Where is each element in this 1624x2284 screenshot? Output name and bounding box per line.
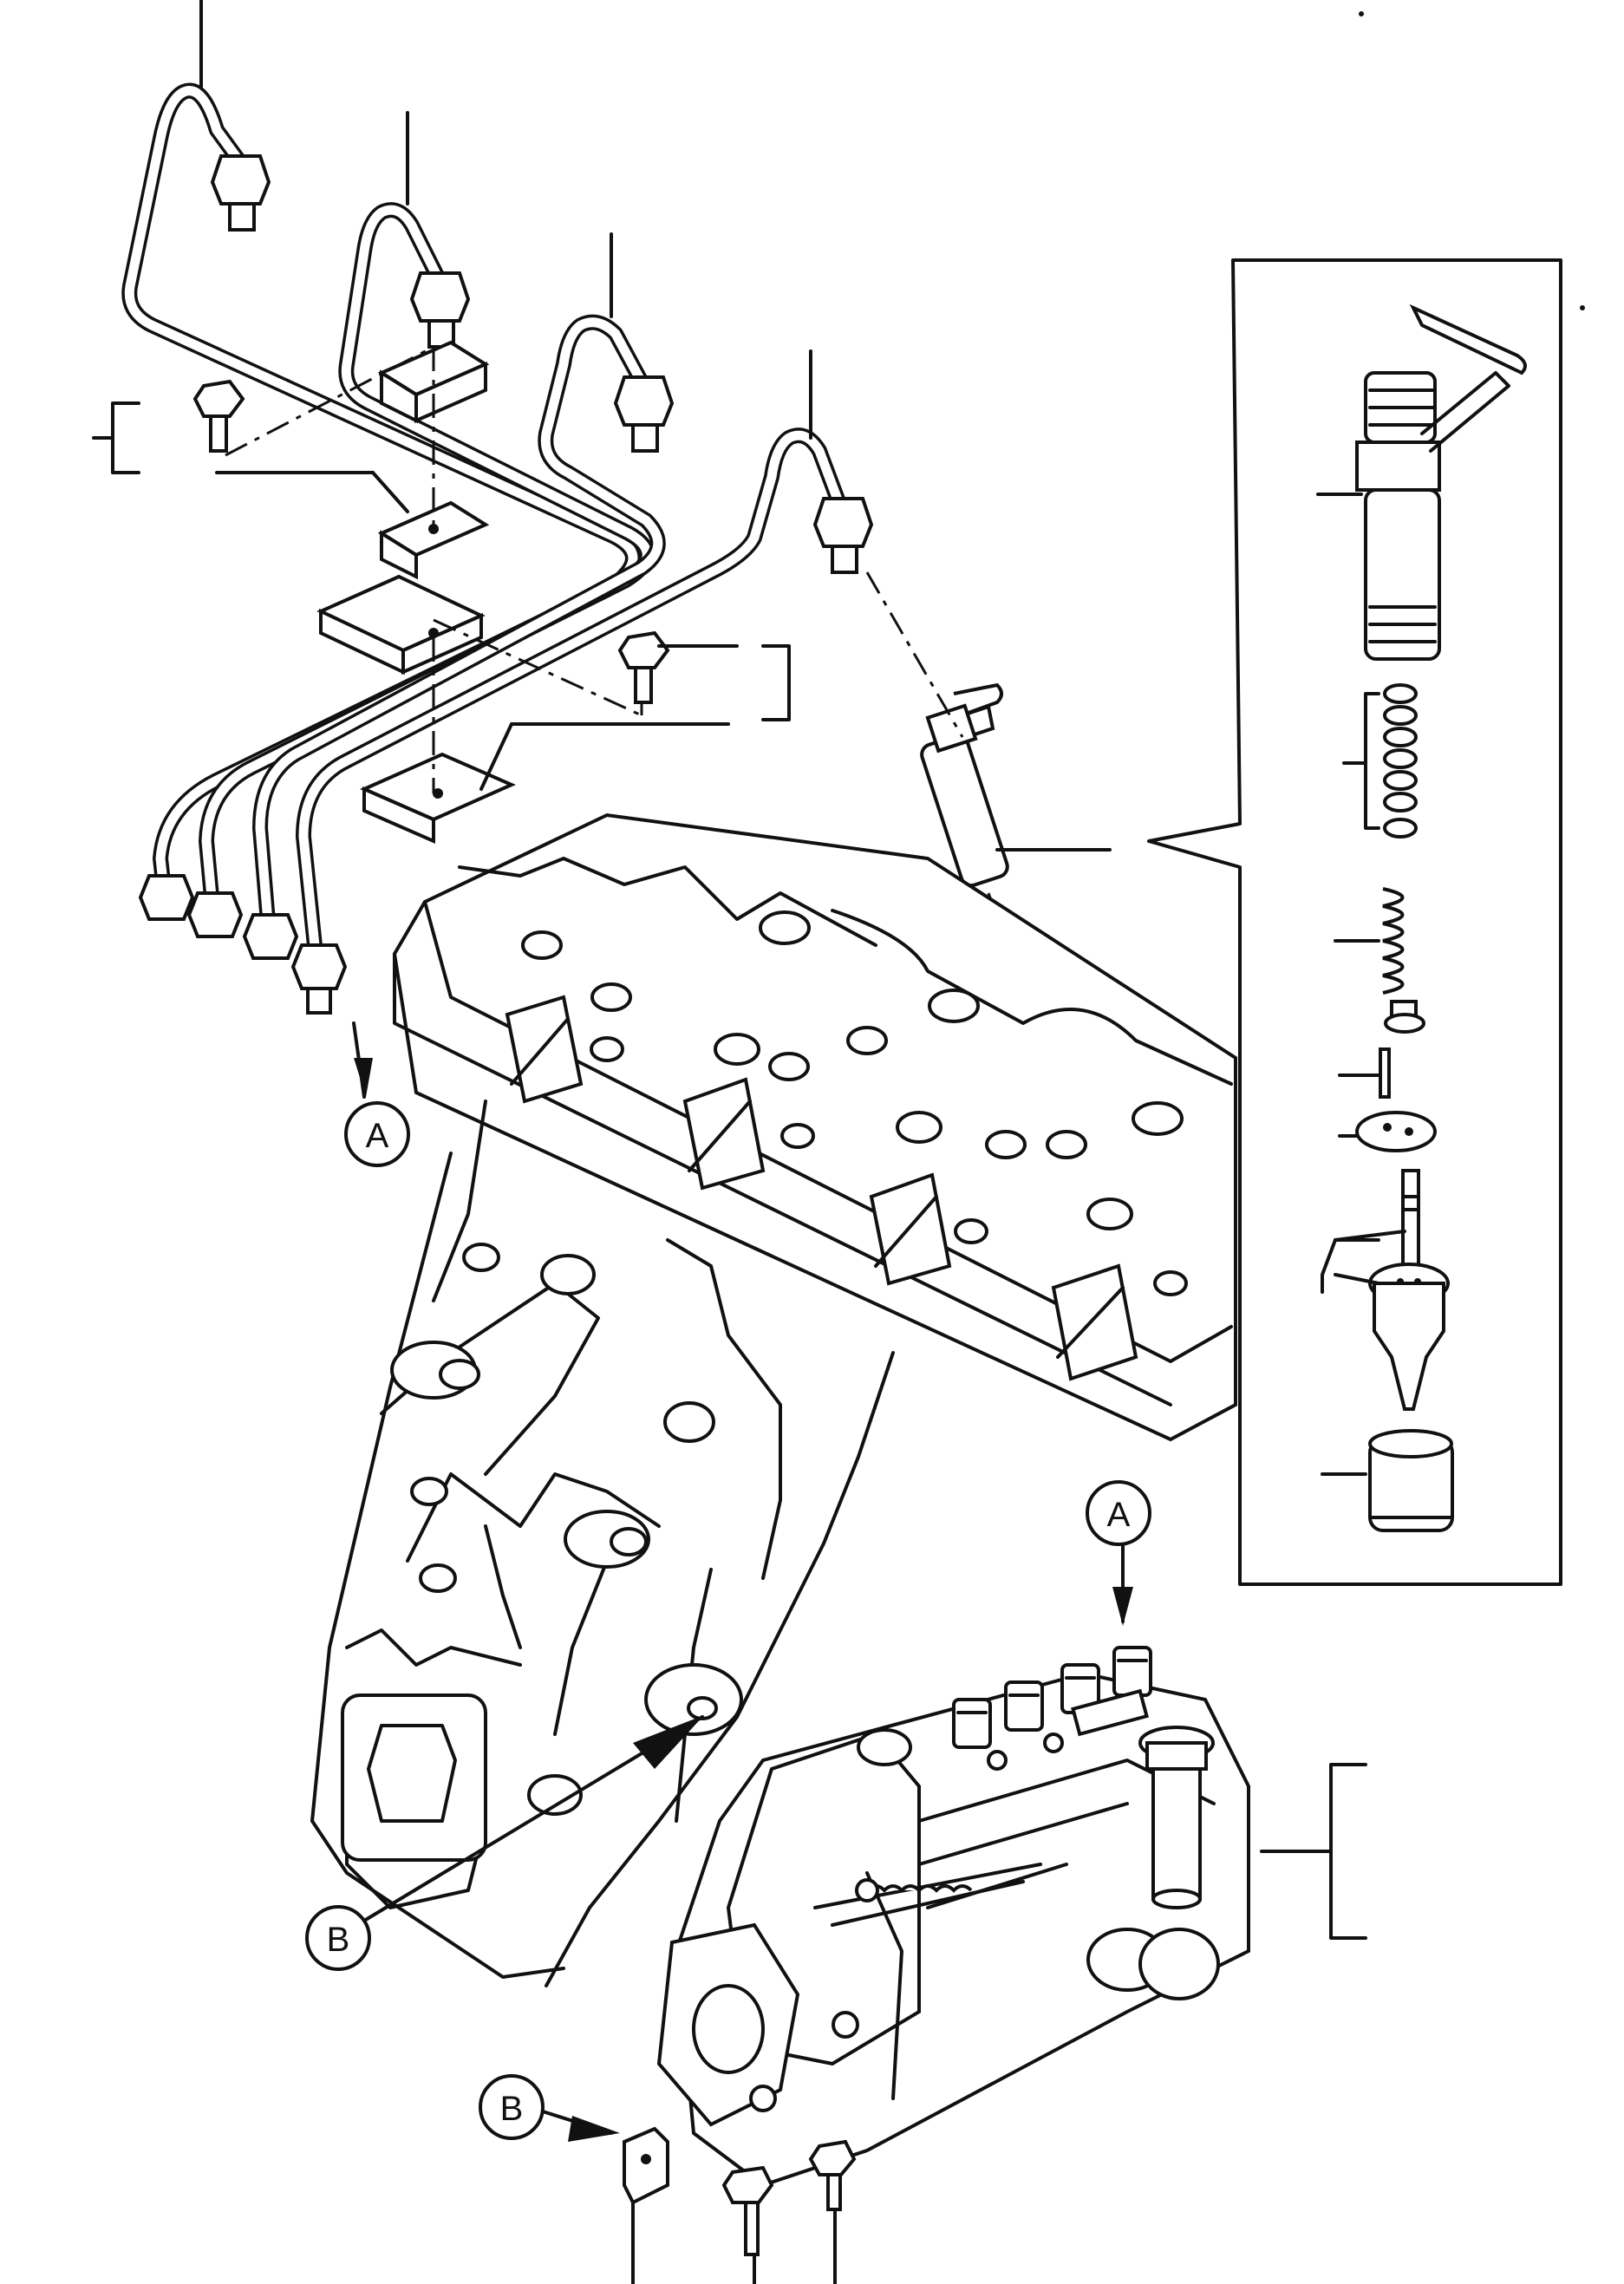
pipe-nut <box>186 891 244 938</box>
pump-bracket-parts <box>623 2126 857 2284</box>
cylinder-head <box>392 812 1237 1442</box>
reference-mark-b-bottom-label: B <box>500 2090 524 2128</box>
injection-pipe-1 <box>121 82 641 905</box>
injection-pipe-set <box>121 82 853 970</box>
reference-mark-a-top: A <box>344 1021 410 1167</box>
injection-pipe-4 <box>296 427 853 970</box>
pipe-clamp-lower <box>316 574 516 845</box>
oil-filler <box>1138 1726 1215 1909</box>
clamp-dash-lines <box>225 345 643 793</box>
injection-pipe-3 <box>252 314 666 940</box>
reference-mark-a-bottom-label: A <box>1107 1496 1131 1534</box>
spring-seat <box>1384 1000 1425 1034</box>
reference-mark-b-bottom: B <box>479 2074 620 2142</box>
reference-mark-b-left: B <box>305 1715 704 1971</box>
retaining-nut <box>1321 1429 1454 1532</box>
reference-mark-b-left-label: B <box>327 1921 350 1959</box>
stray-mark <box>1580 305 1585 310</box>
pipe-nuts-upper <box>210 154 874 574</box>
leader-lines-top <box>199 0 812 440</box>
head-bosses <box>521 910 1188 1296</box>
clamp-bolt-lower <box>617 630 670 704</box>
pipe-nuts-lower <box>138 874 348 1015</box>
pipe-nut <box>242 913 299 960</box>
pipe-nut <box>138 874 195 921</box>
pump-bracket-leader <box>1329 1763 1367 1940</box>
pressure-spring <box>1334 887 1405 995</box>
pipe-nut <box>409 271 471 349</box>
distance-piece <box>1338 1111 1437 1152</box>
pipe-nut <box>290 943 348 1015</box>
pipe-nut <box>812 497 874 574</box>
fuel-injection-pump <box>656 1646 1250 2188</box>
exhaust-ports <box>505 995 1138 1381</box>
dowel-pin <box>1338 1047 1391 1099</box>
stray-mark <box>1359 11 1364 16</box>
clamp-brackets <box>92 401 791 791</box>
pipe-nut <box>613 375 675 453</box>
nozzle-holder-body <box>1316 303 1527 661</box>
delivery-valve-holders <box>952 1646 1152 1749</box>
injector-detail-box <box>1147 258 1562 1586</box>
cylinder-block <box>310 1100 895 1987</box>
injection-pipe-2 <box>199 202 655 914</box>
reference-mark-a-top-label: A <box>366 1117 389 1155</box>
nozzle-needle <box>1401 1169 1420 1268</box>
reference-mark-a-bottom: A <box>1086 1480 1151 1626</box>
nozzle-body <box>1321 1230 1450 1411</box>
pump-end-cap <box>656 1922 800 2127</box>
adjusting-shims <box>1342 683 1418 839</box>
clamp-bolt-upper <box>192 379 245 453</box>
pipe-nut <box>210 154 271 232</box>
